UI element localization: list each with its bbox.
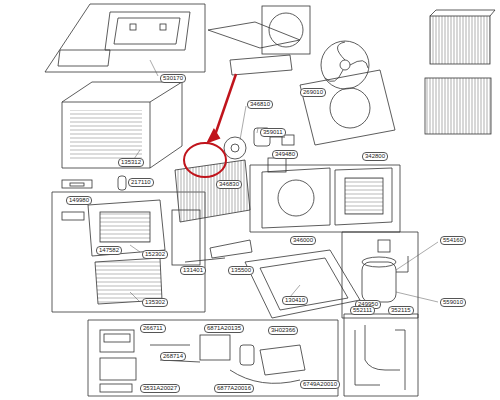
callout-number: 6749A20010 bbox=[300, 380, 340, 389]
callout-number: 268714 bbox=[160, 352, 186, 361]
callout-number: 346000 bbox=[290, 236, 316, 245]
callout-number: 530170 bbox=[160, 74, 186, 83]
callout-number: 266711 bbox=[140, 324, 166, 333]
callout-number: 135302 bbox=[142, 298, 168, 307]
callout-number: 149980 bbox=[66, 196, 92, 205]
callout-number: 554160 bbox=[440, 236, 466, 245]
callout-number: 346830 bbox=[216, 180, 242, 189]
callout-number: 559010 bbox=[440, 298, 466, 307]
callout-number: 349480 bbox=[272, 150, 298, 159]
callout-number: 3H02366 bbox=[268, 326, 298, 335]
callout-number: 135312 bbox=[118, 158, 144, 167]
callout-number: 269010 bbox=[300, 88, 326, 97]
callout-number: 346810 bbox=[247, 100, 273, 109]
callout-number: 6871A20135 bbox=[204, 324, 244, 333]
callout-number: 217110 bbox=[128, 178, 154, 187]
callout-number: 152302 bbox=[142, 250, 168, 259]
callout-number: 359011 bbox=[260, 128, 286, 137]
callout-number: 147582 bbox=[96, 246, 122, 255]
callout-number: 342800 bbox=[362, 152, 388, 161]
callout-number: 130410 bbox=[282, 296, 308, 305]
callout-number: 352115 bbox=[388, 306, 414, 315]
callout-number: 131401 bbox=[180, 266, 206, 275]
callout-number: 552111 bbox=[350, 306, 375, 315]
callout-number: 6877A20016 bbox=[214, 384, 254, 393]
callout-number: 3531A20027 bbox=[140, 384, 180, 393]
callout-number: 135500 bbox=[228, 266, 254, 275]
